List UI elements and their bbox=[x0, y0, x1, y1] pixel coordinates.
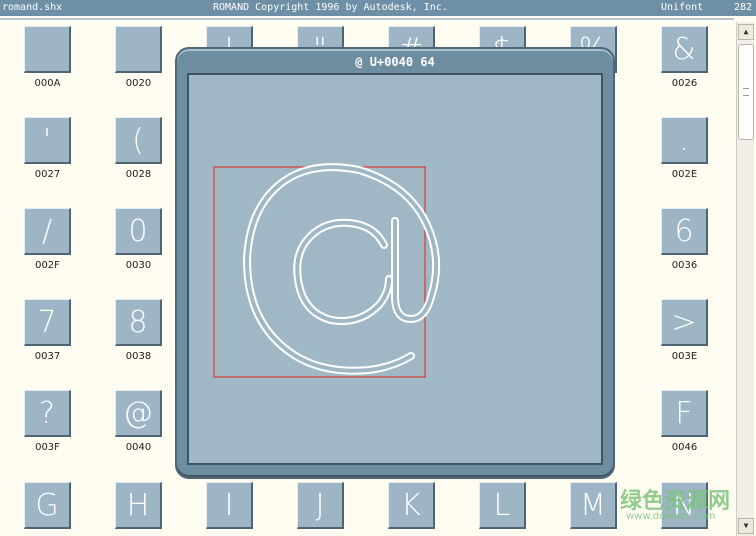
glyph-code: 0046 bbox=[671, 442, 698, 453]
glyph-tile[interactable]: H bbox=[115, 482, 162, 529]
font-file-name: romand.shx bbox=[2, 2, 63, 13]
scrollbar-thumb[interactable] bbox=[738, 44, 754, 140]
glyph-code: 003F bbox=[35, 442, 60, 453]
glyph-tile[interactable]: ? bbox=[24, 390, 71, 437]
glyph-code: 0040 bbox=[125, 442, 152, 453]
glyph-tile[interactable]: G bbox=[24, 482, 71, 529]
glyph-tile[interactable]: 8 bbox=[115, 299, 162, 346]
glyph-code: 000A bbox=[34, 78, 61, 89]
font-copyright: ROMAND Copyright 1996 by Autodesk, Inc. bbox=[213, 2, 448, 13]
watermark-url: www.downcc.com bbox=[626, 511, 716, 522]
glyph-preview-popup: @ U+0040 64 bbox=[175, 47, 615, 479]
preview-title: @ U+0040 64 bbox=[355, 55, 435, 69]
glyph-tile[interactable]: K bbox=[388, 482, 435, 529]
title-bar: romand.shx ROMAND Copyright 1996 by Auto… bbox=[0, 0, 756, 16]
glyph-code: 0030 bbox=[125, 260, 152, 271]
glyph-code: 0027 bbox=[34, 169, 61, 180]
glyph-tile[interactable]: ( bbox=[115, 117, 162, 164]
glyph-tile[interactable]: M bbox=[570, 482, 617, 529]
site-watermark: 绿色资源网 www.downcc.com bbox=[620, 483, 750, 533]
glyph-tile[interactable]: > bbox=[661, 299, 708, 346]
glyph-tile[interactable]: ' bbox=[24, 117, 71, 164]
glyph-code: 002F bbox=[35, 260, 60, 271]
glyph-tile[interactable]: 7 bbox=[24, 299, 71, 346]
glyph-code: 0028 bbox=[125, 169, 152, 180]
glyph-code: 003E bbox=[671, 351, 698, 362]
glyph-code: 0020 bbox=[125, 78, 152, 89]
glyph-tile[interactable]: N bbox=[661, 482, 708, 529]
glyph-code: 0037 bbox=[34, 351, 61, 362]
glyph-tile[interactable]: I bbox=[206, 482, 253, 529]
glyph-tile[interactable]: / bbox=[24, 208, 71, 255]
glyph-code: 0038 bbox=[125, 351, 152, 362]
glyph-count: 282 bbox=[733, 2, 752, 13]
glyph-tile[interactable]: 6 bbox=[661, 208, 708, 255]
scroll-down-arrow-icon[interactable]: ▼ bbox=[738, 518, 754, 534]
glyph-tile[interactable] bbox=[115, 26, 162, 73]
scroll-up-arrow-icon[interactable]: ▲ bbox=[738, 24, 754, 40]
glyph-code: 002E bbox=[671, 169, 698, 180]
glyph-tile[interactable]: . bbox=[661, 117, 708, 164]
vertical-scrollbar[interactable]: ▲ ▼ bbox=[736, 22, 754, 536]
glyph-code: 0026 bbox=[671, 78, 698, 89]
glyph-tile[interactable]: 0 bbox=[115, 208, 162, 255]
glyph-tile[interactable]: L bbox=[479, 482, 526, 529]
glyph-tile[interactable]: @ bbox=[115, 390, 162, 437]
glyph-code: 0036 bbox=[671, 260, 698, 271]
watermark-logo-text: 绿色资源网 bbox=[620, 489, 731, 514]
glyph-tile[interactable]: J bbox=[297, 482, 344, 529]
glyph-tile[interactable]: & bbox=[661, 26, 708, 73]
glyph-tile[interactable] bbox=[24, 26, 71, 73]
glyph-tile[interactable]: F bbox=[661, 390, 708, 437]
font-type: Unifont bbox=[661, 2, 704, 13]
at-glyph-outline bbox=[213, 163, 441, 378]
preview-canvas bbox=[187, 73, 603, 465]
